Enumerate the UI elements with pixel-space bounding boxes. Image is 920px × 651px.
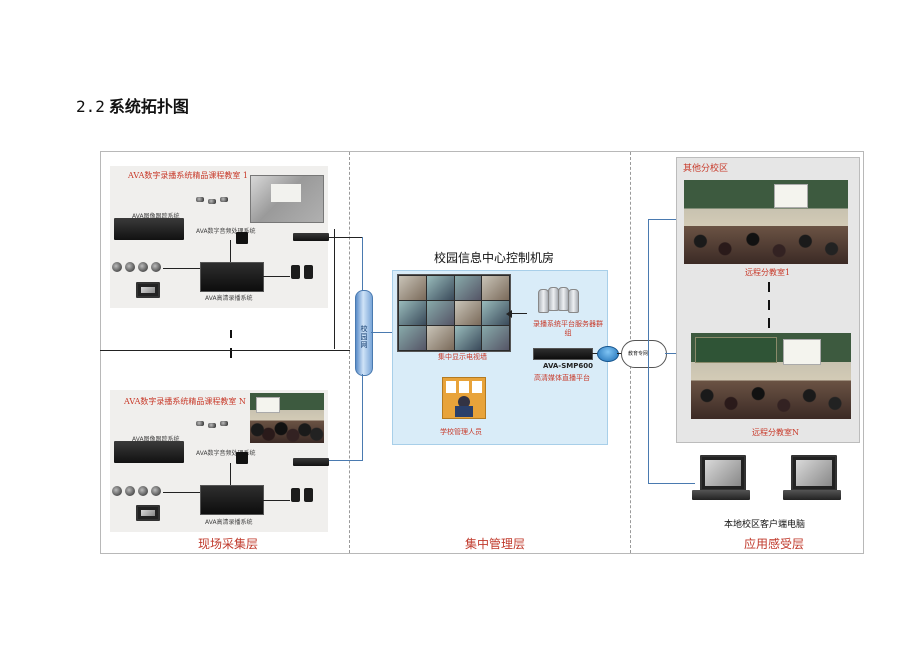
mixer-icon	[293, 233, 329, 241]
ellipsis-dash	[230, 348, 232, 358]
platform-name: 高清媒体直播平台	[534, 374, 590, 382]
video-wall-label: 集中显示电视墙	[438, 353, 487, 361]
room-separator	[100, 350, 350, 351]
hd-recording-device	[200, 262, 264, 292]
remote-room-1-label: 远程分教室1	[745, 268, 791, 277]
image-tracking-device	[114, 218, 184, 240]
recording-pc-icon	[136, 505, 160, 521]
admin-icon	[442, 377, 486, 419]
link-room1	[329, 237, 363, 238]
image-tracking-label: AVA图像跟踪系统	[132, 436, 180, 443]
camera-row-icon	[112, 486, 162, 498]
section-title: 系统拓扑图	[108, 97, 189, 116]
local-client-label: 本地校区客户端电脑	[724, 520, 806, 530]
section-number: 2.2	[76, 97, 105, 116]
ellipsis-dash	[768, 300, 770, 310]
camera-group-icon	[196, 197, 236, 205]
laptop-icon	[700, 455, 746, 491]
divider-left	[349, 152, 350, 553]
control-room-title: 校园信息中心控制机房	[434, 251, 555, 265]
image-tracking-label: AVA图像跟踪系统	[132, 213, 180, 220]
remote-room-n-label: 远程分教室N	[752, 428, 799, 437]
classroom-n-title: AVA数字录播系统精品课程教室 N	[124, 397, 246, 406]
edu-network-trunk	[648, 219, 649, 483]
recording-pc-icon	[136, 282, 160, 298]
speaker-icon	[304, 265, 313, 279]
link-campus-control	[371, 332, 393, 333]
platform-model: AVA-SMP600	[543, 362, 593, 370]
classroom-1-photo	[250, 175, 324, 223]
camera-group-icon	[196, 421, 236, 429]
arrow-to-video-wall	[511, 313, 527, 314]
ellipsis-dash	[768, 318, 770, 328]
server-cluster-label: 录播系统平台服务器群组	[533, 320, 603, 337]
camera-row-icon	[112, 262, 162, 274]
laptop-icon	[791, 455, 837, 491]
audio-processing-label: AVA数字音频处理系统	[196, 228, 256, 235]
image-tracking-device	[114, 441, 184, 463]
mixer-icon	[293, 458, 329, 466]
speaker-icon	[304, 488, 313, 502]
layer-label-application: 应用感受层	[744, 537, 805, 551]
router-icon	[597, 346, 619, 362]
audio-processing-label: AVA数字音频处理系统	[196, 450, 256, 457]
remote-classroom-n-photo	[691, 333, 851, 419]
other-campus-title: 其他分校区	[683, 164, 729, 174]
laptop-keyboard-icon	[692, 490, 750, 500]
hd-recording-label: AVA高清录播系统	[205, 519, 253, 526]
edu-network-label: 教育专网	[628, 351, 649, 357]
remote-classroom-1-photo	[684, 180, 848, 264]
audio-processor-icon	[236, 232, 248, 244]
link-room-n	[329, 460, 363, 461]
speaker-icon	[291, 488, 300, 502]
ellipsis-dash	[230, 330, 232, 338]
speaker-icon	[291, 265, 300, 279]
campus-network-label: 校园网	[360, 325, 368, 349]
hd-recording-label: AVA高清录播系统	[205, 295, 253, 302]
admin-label: 学校管理人员	[440, 428, 482, 436]
classroom-1-title: AVA数字录播系统精品课程教室 1	[128, 171, 249, 180]
server-cluster-icon	[538, 287, 588, 313]
ellipsis-dash	[768, 282, 770, 292]
video-wall-icon	[397, 274, 511, 352]
hd-recording-device	[200, 485, 264, 515]
arrow-head-icon	[506, 310, 512, 318]
live-platform-device	[533, 348, 593, 360]
campus-network-pipe: 校园网	[355, 290, 373, 376]
laptop-keyboard-icon	[783, 490, 841, 500]
classroom-n-photo	[250, 393, 324, 443]
cloud-icon	[621, 340, 667, 368]
layer-label-collection: 现场采集层	[198, 537, 259, 551]
topology-diagram	[100, 151, 864, 554]
audio-processor-icon	[236, 452, 248, 464]
layer-label-management: 集中管理层	[465, 537, 526, 551]
